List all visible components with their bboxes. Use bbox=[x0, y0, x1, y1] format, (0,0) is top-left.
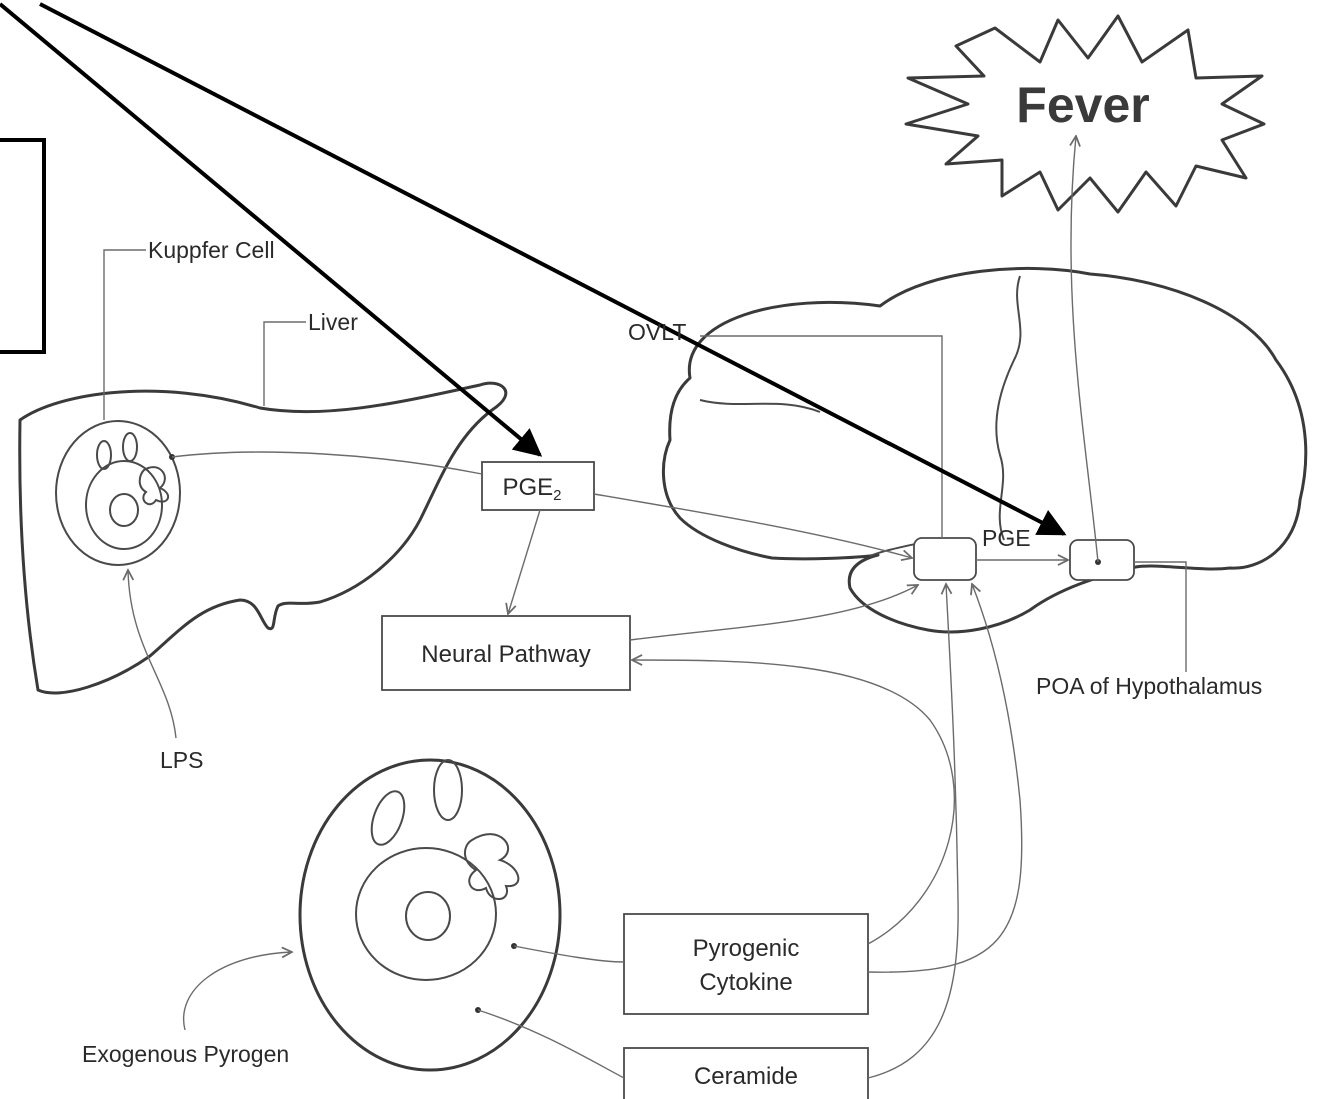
pyrogenic-label-line2: Cytokine bbox=[699, 969, 792, 996]
arrow-cytokine-to-neural bbox=[632, 660, 954, 944]
ovlt-label: OVLT bbox=[628, 319, 686, 345]
arrow-pge2-to-neural bbox=[508, 510, 540, 614]
macrophage-cell bbox=[300, 760, 560, 1070]
pyrogenic-label-line1: Pyrogenic bbox=[693, 935, 800, 962]
fever-label: Fever bbox=[1016, 77, 1149, 133]
pge2-liver-label: PGE2 bbox=[502, 474, 561, 504]
ovlt-box bbox=[914, 538, 976, 580]
exogenous-pyrogen-label: Exogenous Pyrogen bbox=[82, 1041, 289, 1067]
poa-box bbox=[1070, 540, 1134, 580]
cropped-frame bbox=[0, 140, 44, 352]
poa-leader bbox=[1134, 562, 1186, 672]
pyrogenic-cytokine-box bbox=[624, 914, 868, 1014]
pge2-brain-label: PGE bbox=[982, 525, 1031, 551]
arrow-cytokine-to-ovlt bbox=[868, 584, 1022, 972]
neural-pathway-label: Neural Pathway bbox=[421, 641, 590, 668]
liver-label: Liver bbox=[308, 309, 358, 335]
arrow-ceramide-to-ovlt bbox=[868, 584, 958, 1078]
kupffer-cell-label: Kuppfer Cell bbox=[148, 237, 275, 263]
liver-leader bbox=[264, 322, 306, 406]
ceramide-label: Ceramide bbox=[694, 1063, 798, 1090]
brain-outline bbox=[663, 268, 1305, 632]
poa-hypothalamus-label: POA of Hypothalamus bbox=[1036, 673, 1262, 699]
lps-label: LPS bbox=[160, 747, 203, 773]
highlight-arrow-to-pge2 bbox=[0, 4, 540, 455]
arrow-exogenous-to-cell bbox=[184, 952, 292, 1030]
